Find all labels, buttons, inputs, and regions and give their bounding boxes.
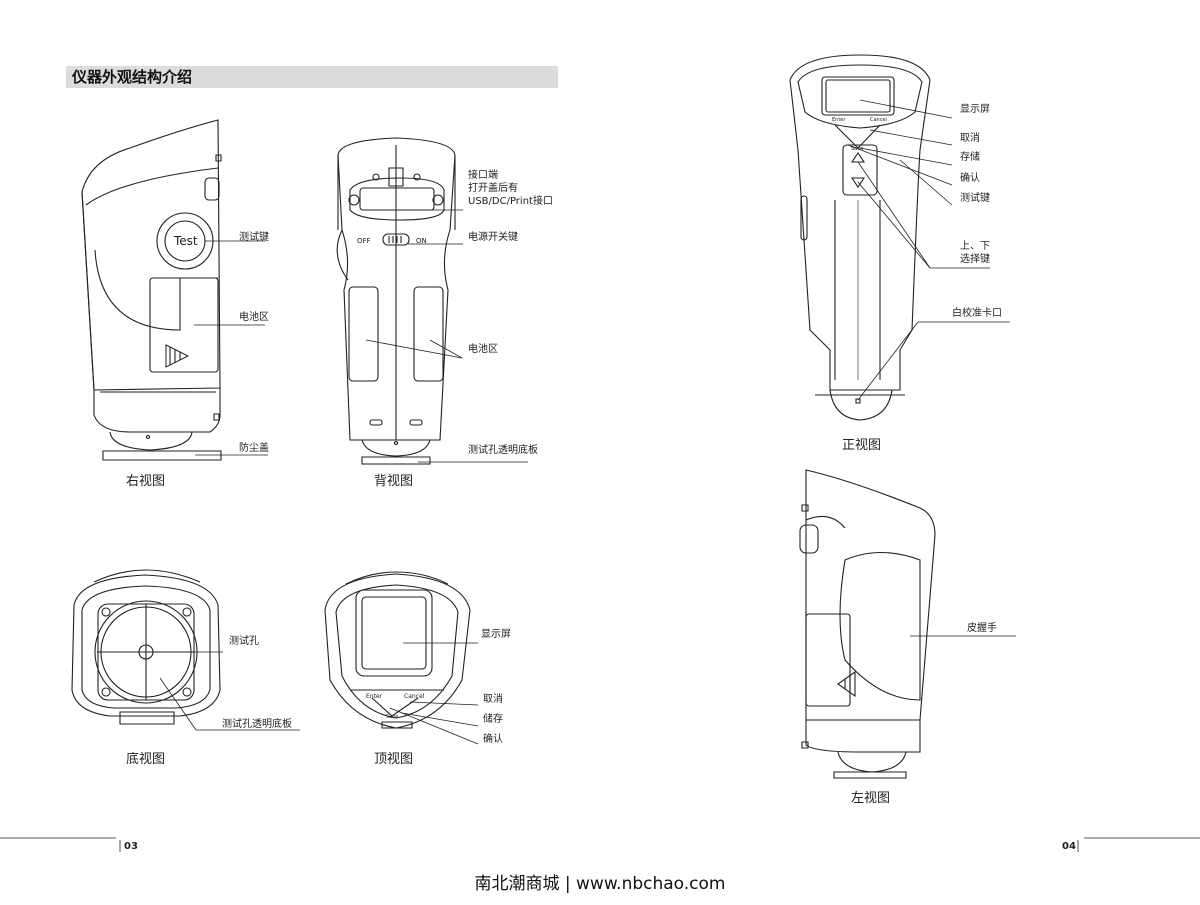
front-view-cancel-key-text: Cancel <box>870 117 887 123</box>
right-view-dust-cover-label: 防尘盖 <box>239 443 269 454</box>
right-view-battery-label: 电池区 <box>239 312 269 323</box>
right-view-test-key-label: 测试键 <box>239 232 269 243</box>
section-header-bar <box>66 66 558 88</box>
top-view-cancel-key-text: Cancel <box>404 693 425 700</box>
bottom-view-test-plate-label: 测试孔透明底板 <box>222 719 292 730</box>
footer-watermark: 南北潮商城 | www.nbchao.com <box>474 874 726 894</box>
left-view-caption: 左视图 <box>851 791 891 806</box>
top-view-drawing <box>325 572 478 744</box>
back-view-battery-label: 电池区 <box>468 344 498 355</box>
front-view-calibration-slot-label: 白校准卡口 <box>952 308 1002 319</box>
bottom-view-caption: 底视图 <box>126 752 166 767</box>
front-view-enter-key-text: Enter <box>832 117 846 123</box>
section-title: 仪器外观结构介绍 <box>72 68 193 86</box>
test-button-text: Test <box>174 234 198 248</box>
right-view-drawing <box>82 120 268 460</box>
top-view-save-label: 储存 <box>483 714 503 725</box>
bottom-view-drawing <box>72 570 300 730</box>
front-view-display-label: 显示屏 <box>960 104 990 115</box>
bottom-view-test-hole-label: 测试孔 <box>229 636 259 647</box>
page-number-left: 03 <box>124 841 138 852</box>
back-view-drawing <box>337 138 528 464</box>
top-view-enter-label: 确认 <box>483 734 503 745</box>
back-view-test-plate-label: 测试孔透明底板 <box>468 445 538 456</box>
front-view-save-key-text: Save <box>851 146 864 152</box>
top-view-caption: 顶视图 <box>374 752 414 767</box>
front-view-updown-label-line1: 上、下 <box>960 241 990 252</box>
front-view-save-label: 存储 <box>960 152 980 163</box>
back-view-port-label-line2: 打开盖后有 <box>468 183 518 194</box>
top-view-enter-key-text: Enter <box>366 693 383 700</box>
front-view-updown-label-line2: 选择键 <box>960 254 990 265</box>
back-view-caption: 背视图 <box>374 474 414 489</box>
back-view-power-switch-label: 电源开关键 <box>468 232 518 243</box>
front-view-drawing <box>790 55 1010 420</box>
back-view-port-label-line1: 接口端 <box>468 170 498 181</box>
page-number-right: 04 <box>1062 841 1076 852</box>
switch-off-text: OFF <box>357 237 371 245</box>
front-view-caption: 正视图 <box>842 438 882 453</box>
front-view-cancel-label: 取消 <box>960 133 980 144</box>
back-view-port-label-line3: USB/DC/Print接口 <box>468 196 553 207</box>
top-view-save-key-text: Save <box>386 714 399 720</box>
left-view-drawing <box>800 470 1016 778</box>
front-view-enter-label: 确认 <box>960 173 980 184</box>
right-view-caption: 右视图 <box>126 474 166 489</box>
top-view-display-label: 显示屏 <box>481 629 511 640</box>
top-view-cancel-label: 取消 <box>483 694 503 705</box>
switch-on-text: ON <box>416 237 427 245</box>
front-view-test-key-label: 测试键 <box>960 193 990 204</box>
left-view-grip-label: 皮握手 <box>967 623 997 634</box>
